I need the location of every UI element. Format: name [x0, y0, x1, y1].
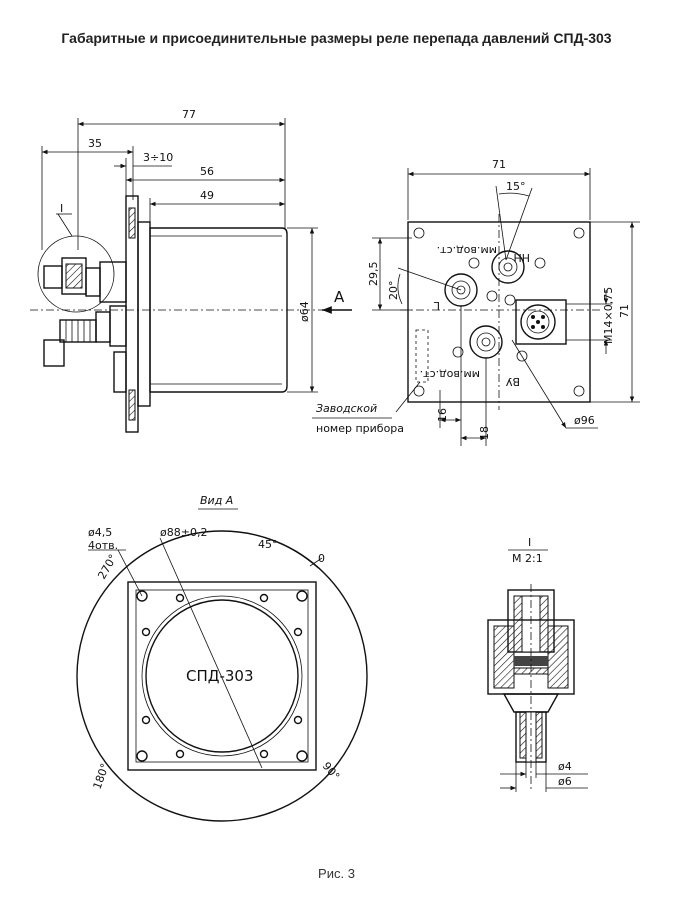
detail-marker-text: I	[60, 202, 63, 215]
view-a-marker: A	[334, 288, 345, 306]
hole-dia-label: ø4,5	[88, 526, 112, 539]
page-title: Габаритные и присоединительные размеры р…	[61, 30, 612, 46]
label-vu: ВУ	[505, 375, 520, 388]
view-a-heading: Вид А	[200, 494, 233, 507]
detail-dim-d4: ø4	[558, 760, 572, 773]
front-dim-29-5: 29,5	[367, 262, 380, 287]
label-mm-vod-st-top: мм.вод.ст.	[437, 244, 497, 257]
device-name-label: СПД-303	[186, 667, 254, 685]
angle-45-label: 45°	[258, 538, 278, 551]
front-dim-d96: ø96	[574, 414, 595, 427]
bolt-circle-label: ø88±0,2	[160, 526, 207, 539]
detail-dim-d6: ø6	[558, 775, 572, 788]
plate-label-line-1: Заводской	[316, 402, 377, 415]
hole-count-label: 4отв.	[88, 539, 118, 552]
side-view: I 77 35 3÷10 56 49 ø64 A	[30, 108, 352, 433]
front-dim-16: 16	[436, 408, 449, 422]
label-l: L	[433, 299, 440, 312]
dim-77: 77	[182, 108, 196, 121]
front-dim-18: 18	[478, 426, 491, 440]
dim-d64: ø64	[298, 301, 311, 322]
figure-caption: Рис. 3	[318, 866, 355, 881]
plate-label-line-2: номер прибора	[316, 422, 404, 435]
front-dim-71-right: 71	[618, 304, 631, 318]
front-angle-20: 20°	[387, 281, 400, 301]
detail-i-scale: M 2:1	[512, 552, 543, 565]
detail-i: I M 2:1 ø4 ø6	[487, 536, 588, 792]
view-a: Вид А ø4,5 4отв. ø88±0,2	[76, 494, 368, 822]
dim-3-10: 3÷10	[143, 151, 173, 164]
label-mm-vod-st-bottom: мм.вод.ст.	[420, 368, 480, 381]
dim-49: 49	[200, 189, 214, 202]
label-nn: НН	[513, 251, 530, 264]
front-view: 71 15° 29,5 20° M14×0,75 71 16 18 ø96 мм…	[312, 158, 640, 446]
front-thread-m14: M14×0,75	[602, 287, 615, 344]
dim-56: 56	[200, 165, 214, 178]
dim-35: 35	[88, 137, 102, 150]
angle-0-label: 0	[318, 552, 325, 565]
angle-180-label: 180°	[91, 762, 112, 791]
front-angle-15: 15°	[506, 180, 526, 193]
detail-i-marker: I	[528, 536, 531, 549]
front-dim-71-top: 71	[492, 158, 506, 171]
